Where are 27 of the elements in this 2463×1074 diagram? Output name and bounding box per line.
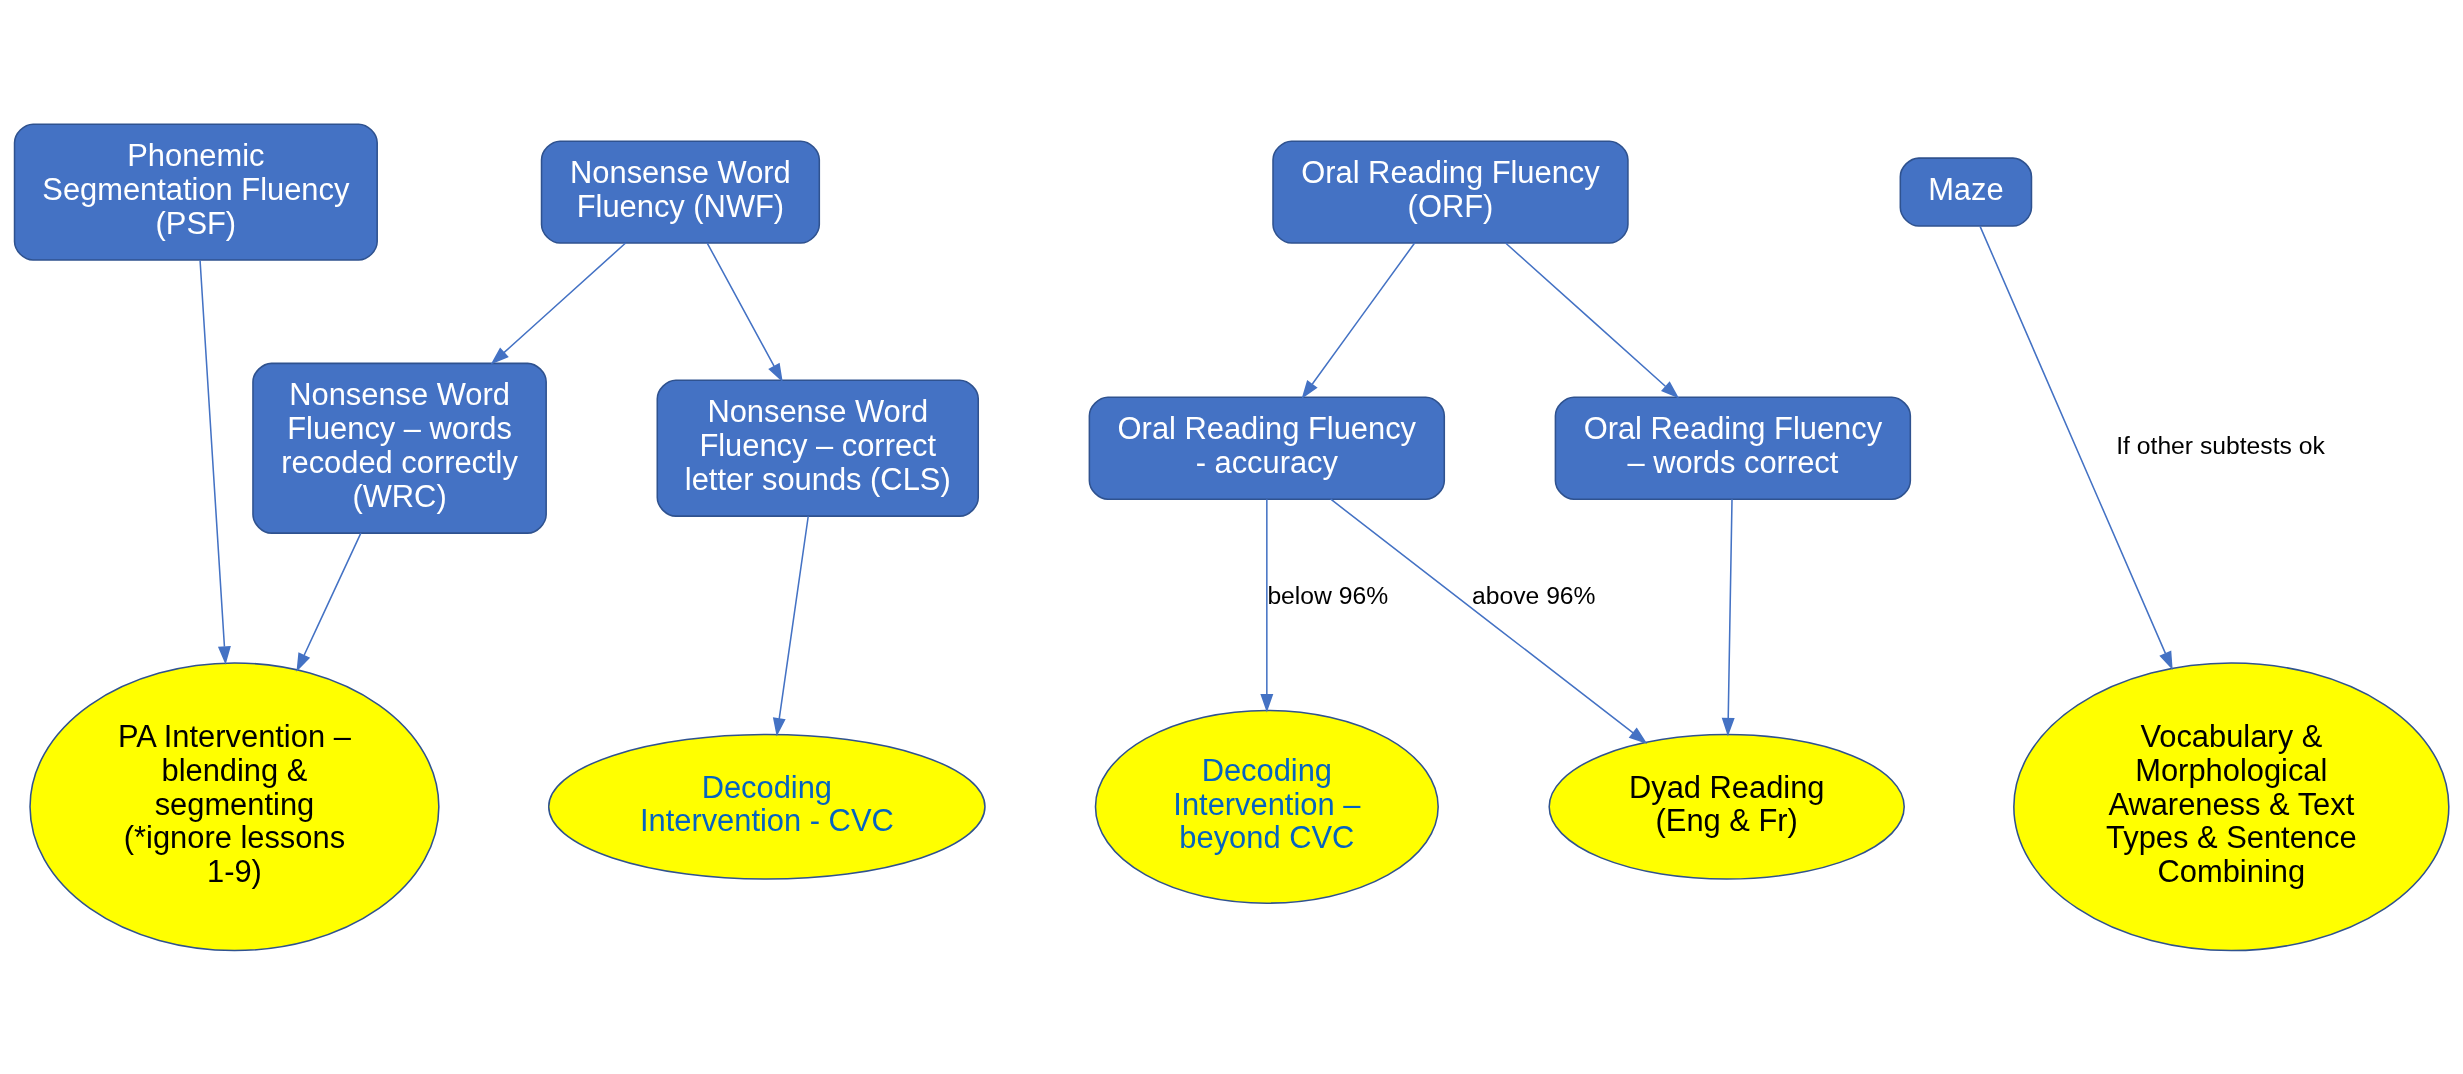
node-ellipse: PA Intervention – blending & segmenting (*ignore lessons 1-9)	[29, 661, 440, 951]
edge-label: above 96%	[1472, 581, 1596, 609]
node-box: Nonsense Word Fluency – correct letter sounds (CLS)	[656, 379, 980, 517]
arrow	[296, 531, 362, 672]
node-box: Oral Reading Fluency – words correct	[1554, 396, 1912, 500]
node-box: Phonemic Segmentation Fluency (PSF)	[13, 122, 378, 261]
node-box: Nonsense Word Fluency – words recoded correctly (WRC)	[252, 362, 547, 534]
arrow	[1260, 497, 1274, 712]
arrow	[706, 241, 783, 382]
arrow	[1301, 241, 1416, 399]
arrow	[1721, 497, 1735, 736]
arrow	[1979, 224, 2173, 670]
arrow	[199, 258, 231, 665]
node-ellipse: Dyad Reading (Eng & Fr)	[1548, 733, 1905, 880]
node-box: Oral Reading Fluency - accuracy	[1088, 396, 1446, 500]
edge-label: If other subtests ok	[2116, 431, 2325, 459]
edge-label: below 96%	[1267, 581, 1389, 609]
node-ellipse: Vocabulary & Morphological Awareness & Text Types & Sentence Combining	[2013, 661, 2450, 951]
arrow	[772, 514, 809, 737]
arrow	[1504, 241, 1680, 399]
node-box: Oral Reading Fluency (ORF)	[1272, 139, 1629, 244]
node-box: Maze	[1899, 156, 2033, 227]
node-box: Nonsense Word Fluency (NWF)	[540, 139, 821, 244]
node-ellipse: Decoding Intervention – beyond CVC	[1094, 709, 1439, 904]
node-ellipse: Decoding Intervention - CVC	[547, 733, 986, 880]
arrow	[1330, 497, 1648, 744]
arrow	[490, 241, 627, 365]
